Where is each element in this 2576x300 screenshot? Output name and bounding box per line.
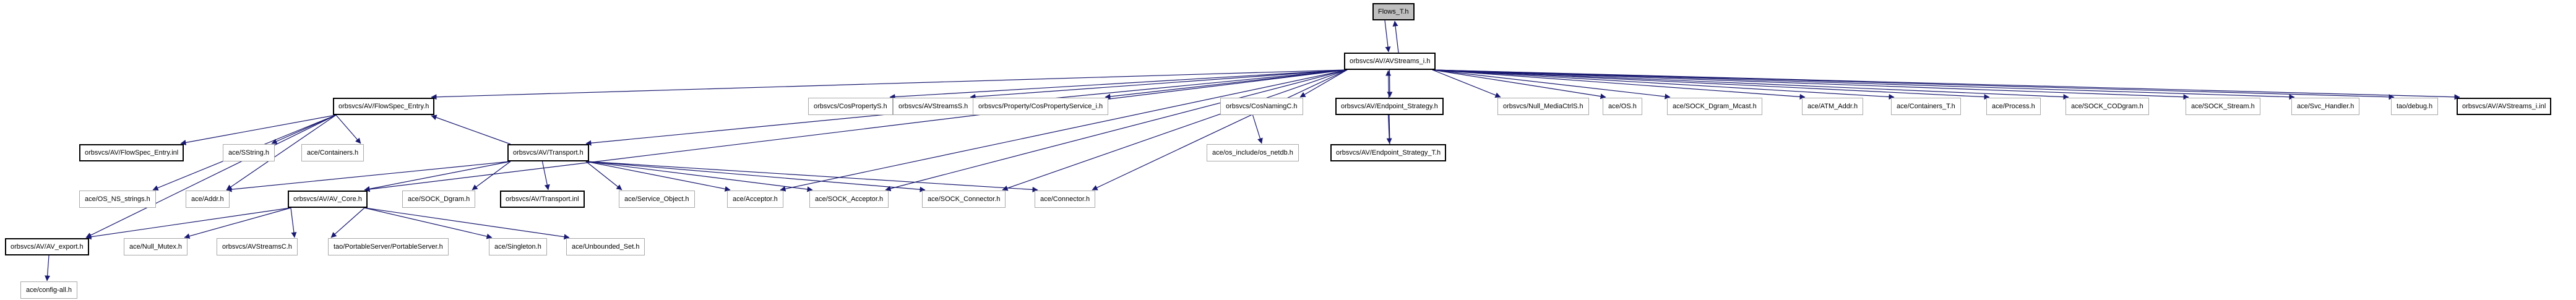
graph-node-avstreamss[interactable]: orbsvcs/AVStreamsS.h [893, 98, 974, 115]
edge-avstreams_i_h-to-atm_addr [1432, 69, 1806, 100]
edge-avstreams_i_h-to-flows_t [1392, 20, 1399, 53]
edge-flows_t-to-avstreams_i_h [1384, 20, 1391, 53]
edge-transport_h-to-av_core [364, 161, 511, 192]
graph-node-av_core[interactable]: orbsvcs/AV/AV_Core.h [288, 191, 368, 208]
graph-node-tao_debug[interactable]: tao/debug.h [2391, 98, 2439, 115]
graph-node-avstreamsc[interactable]: orbsvcs/AVStreamsC.h [217, 238, 298, 255]
graph-node-unbounded_set[interactable]: ace/Unbounded_Set.h [566, 238, 645, 255]
edge-cosnamingc-to-os_netdb [1252, 114, 1263, 144]
graph-node-process[interactable]: ace/Process.h [1986, 98, 2041, 115]
graph-node-flows_t: Flows_T.h [1372, 3, 1415, 20]
edge-av_core-to-singleton [364, 207, 493, 239]
edge-avstreams_i_h-to-sock_connector [1002, 69, 1348, 191]
edge-avstreams_i_h-to-svc_handler [1432, 69, 2295, 100]
edge-flowspec_entry_h-to-av_export [85, 114, 337, 238]
graph-node-addr[interactable]: ace/Addr.h [186, 191, 230, 208]
edge-avstreams_i_h-to-sock_stream [1432, 69, 2189, 100]
graph-node-flowspec_entry_h[interactable]: orbsvcs/AV/FlowSpec_Entry.h [333, 98, 435, 115]
edge-avstreams_i_h-to-avstreams_i_inl [1432, 69, 2460, 100]
graph-node-sock_dgram_mcast[interactable]: ace/SOCK_Dgram_Mcast.h [1667, 98, 1762, 115]
edge-av_core-to-unbounded_set [364, 207, 570, 240]
graph-node-containers_h[interactable]: ace/Containers.h [301, 144, 364, 161]
graph-node-sock_connector[interactable]: ace/SOCK_Connector.h [922, 191, 1006, 208]
edge-av_core-to-avstreamsc [290, 207, 297, 238]
edge-avstreams_i_h-to-sock_codgram [1432, 69, 2069, 100]
edge-avstreams_i_h-to-containers_t [1432, 69, 1895, 100]
graph-node-endpoint_strategy[interactable]: orbsvcs/AV/Endpoint_Strategy.h [1335, 98, 1444, 115]
graph-node-service_object[interactable]: ace/Service_Object.h [619, 191, 695, 208]
graph-node-sock_acceptor[interactable]: ace/SOCK_Acceptor.h [809, 191, 889, 208]
edge-transport_h-to-sock_dgram [472, 161, 511, 191]
edge-transport_h-to-sock_connector [585, 161, 926, 192]
edge-av_core-to-null_mutex [184, 207, 291, 239]
edge-avstreams_i_h-to-process [1432, 69, 1990, 100]
edge-avstreams_i_h-to-cosnamingc [1299, 69, 1348, 98]
graph-node-sstring[interactable]: ace/SString.h [223, 144, 275, 161]
edge-av_export-to-config_all [45, 255, 51, 281]
graph-node-atm_addr[interactable]: ace/ATM_Addr.h [1802, 98, 1864, 115]
graph-node-os_ns_strings[interactable]: ace/OS_NS_strings.h [79, 191, 156, 208]
edge-avstreams_i_h-to-null_mediactrls [1432, 69, 1501, 98]
graph-node-avstreams_i_h[interactable]: orbsvcs/AV/AVStreams_i.h [1344, 53, 1436, 70]
graph-node-connector[interactable]: ace/Connector.h [1035, 191, 1096, 208]
edge-transport_h-to-addr [226, 161, 511, 192]
edge-flowspec_entry_h-to-flowspec_entry_inl [180, 114, 337, 145]
graph-node-singleton[interactable]: ace/Singleton.h [489, 238, 547, 255]
edge-transport_h-to-acceptor [585, 161, 731, 192]
graph-node-containers_t[interactable]: ace/Containers_T.h [1891, 98, 1961, 115]
edge-avstreams_i_h-to-os_h [1432, 69, 1606, 100]
graph-node-null_mutex[interactable]: ace/Null_Mutex.h [124, 238, 187, 255]
graph-node-portableserver[interactable]: tao/PortableServer/PortableServer.h [328, 238, 449, 255]
edge-avstreams_i_h-to-cospropertys [889, 69, 1348, 100]
graph-node-av_export[interactable]: orbsvcs/AV/AV_export.h [5, 238, 89, 255]
graph-node-sock_codgram[interactable]: ace/SOCK_CODgram.h [2066, 98, 2149, 115]
graph-node-avstreams_i_inl[interactable]: orbsvcs/AV/AVStreams_i.inl [2457, 98, 2552, 115]
graph-node-sock_dgram[interactable]: ace/SOCK_Dgram.h [402, 191, 476, 208]
graph-node-cosproperty_service[interactable]: orbsvcs/Property/CosPropertyService_i.h [973, 98, 1109, 115]
graph-node-transport_inl[interactable]: orbsvcs/AV/Transport.inl [500, 191, 585, 208]
graph-node-os_h[interactable]: ace/OS.h [1603, 98, 1642, 115]
edge-av_core-to-av_export [85, 207, 291, 240]
edge-flowspec_entry_h-to-containers_h [335, 114, 361, 144]
graph-node-config_all[interactable]: ace/config-all.h [20, 281, 77, 299]
edge-avstreams_i_h-to-sock_acceptor [885, 69, 1348, 192]
edge-transport_h-to-transport_inl [541, 161, 550, 191]
edge-av_core-to-portableserver [330, 207, 365, 238]
edge-flowspec_entry_h-to-addr [226, 114, 337, 191]
graph-node-sock_stream[interactable]: ace/SOCK_Stream.h [2186, 98, 2260, 115]
graph-node-cosnamingc[interactable]: orbsvcs/CosNamingC.h [1220, 98, 1303, 115]
edge-avstreams_i_h-to-flowspec_entry_h [431, 69, 1348, 100]
edge-transport_h-to-connector [585, 161, 1038, 192]
graph-node-endpoint_strategy_t[interactable]: orbsvcs/AV/Endpoint_Strategy_T.h [1330, 144, 1447, 161]
edge-transport_h-to-flowspec_entry_h [431, 114, 511, 145]
edge-avstreams_i_h-to-sock_dgram_mcast [1432, 69, 1671, 100]
edge-avstreams_i_h-to-avstreamss [970, 69, 1348, 100]
edge-transport_h-to-sock_acceptor [585, 161, 813, 192]
graph-node-svc_handler[interactable]: ace/Svc_Handler.h [2291, 98, 2360, 115]
graph-node-flowspec_entry_inl[interactable]: orbsvcs/AV/FlowSpec_Entry.inl [79, 144, 184, 161]
graph-node-transport_h[interactable]: orbsvcs/AV/Transport.h [507, 144, 589, 161]
edge-avstreams_i_h-to-acceptor [780, 69, 1348, 192]
edge-avstreams_i_h-to-connector [1092, 69, 1348, 191]
graph-node-os_netdb[interactable]: ace/os_include/os_netdb.h [1207, 144, 1299, 161]
edge-transport_h-to-service_object [585, 161, 622, 191]
edge-avstreams_i_h-to-av_core [364, 69, 1348, 192]
graph-node-acceptor[interactable]: ace/Acceptor.h [727, 191, 783, 208]
graph-node-null_mediactrls[interactable]: orbsvcs/Null_MediaCtrlS.h [1497, 98, 1589, 115]
graph-node-cospropertys[interactable]: orbsvcs/CosPropertyS.h [808, 98, 893, 115]
